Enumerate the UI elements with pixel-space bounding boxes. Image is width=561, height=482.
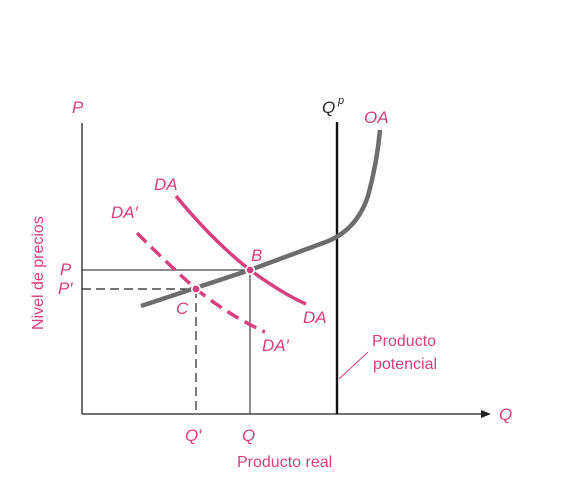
demand-curve-label: DA (154, 175, 178, 194)
x-axis-arrow (481, 410, 491, 418)
potential-output-pointer (338, 351, 369, 380)
quantity-q-prime-label: Q′ (185, 426, 202, 445)
potential-output-text-line2: potencial (373, 356, 437, 373)
quantity-q-label: Q (242, 426, 255, 445)
x-axis-title: Producto real (237, 454, 332, 471)
shifted-aggregate-demand-curve (135, 231, 266, 334)
price-p-prime-label: P′ (58, 279, 73, 298)
supply-curve-label: OA (364, 108, 389, 127)
equilibrium-point-b (245, 264, 256, 275)
potential-output-superscript: p (337, 95, 344, 107)
x-axis-letter: Q (499, 405, 512, 424)
aggregate-supply-curve (140, 129, 383, 309)
demand-curve-end-label: DA (303, 308, 327, 327)
equilibrium-point-c (191, 283, 202, 294)
y-axis-letter: P (72, 98, 84, 117)
y-axis-title: Nivel de precios (30, 216, 47, 330)
price-p-label: P (60, 260, 72, 279)
potential-output-label: Q (322, 98, 335, 117)
potential-output-text-line1: Producto (372, 333, 436, 350)
point-b-label: B (251, 246, 262, 265)
point-c-label: C (176, 299, 189, 318)
shifted-demand-curve-label: DA′ (111, 203, 139, 222)
shifted-demand-curve-end-label: DA′ (262, 336, 290, 355)
